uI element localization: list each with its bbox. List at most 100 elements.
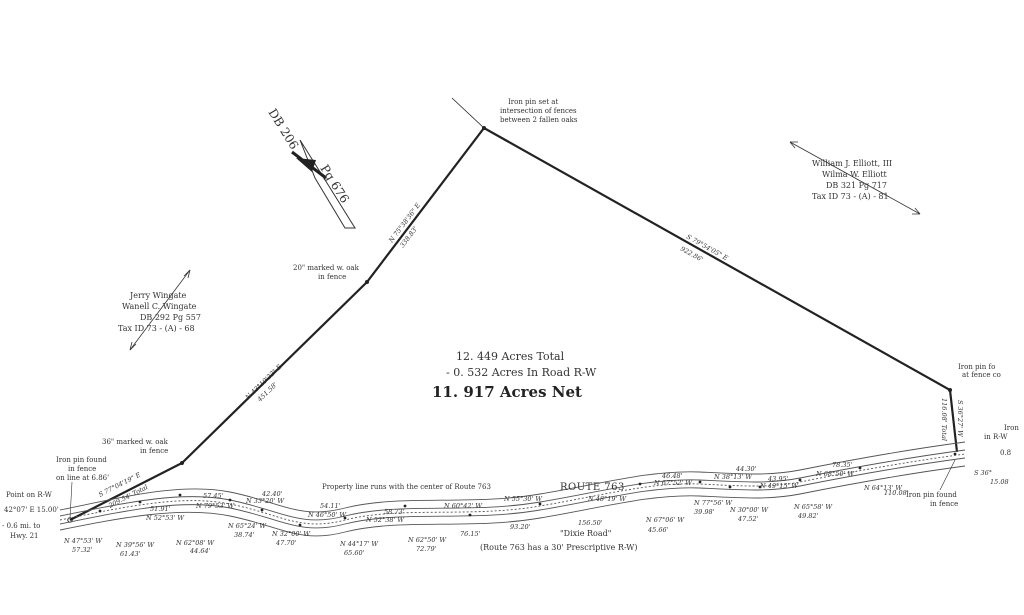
svg-text:N 55°30' W: N 55°30' W — [503, 495, 543, 503]
route-763-road — [59, 441, 966, 537]
route-name: ROUTE 763 — [560, 482, 625, 493]
road-row-note: (Route 763 has a 30' Prescriptive R-W) — [480, 543, 637, 552]
sw-call-1: 42°07' E 15.00' — [4, 506, 59, 514]
road-station-points — [98, 452, 957, 527]
svg-text:in fence: in fence — [140, 447, 168, 455]
svg-text:DB 321 Pg 717: DB 321 Pg 717 — [826, 181, 887, 190]
svg-text:William J. Elliott, III: William J. Elliott, III — [812, 159, 892, 168]
svg-text:51.91': 51.91' — [150, 505, 171, 513]
svg-text:47.52': 47.52' — [737, 515, 759, 523]
svg-text:Iron pin found: Iron pin found — [906, 491, 957, 499]
acreage-net: 11. 917 Acres Net — [432, 383, 582, 401]
svg-text:65.60': 65.60' — [344, 549, 365, 557]
fence-line-extension — [451, 97, 485, 129]
svg-text:N 64°13' W: N 64°13' W — [863, 484, 903, 492]
svg-text:58.73': 58.73' — [384, 508, 405, 516]
svg-text:39.98': 39.98' — [694, 508, 715, 516]
svg-text:N 32°00' W: N 32°00' W — [271, 530, 311, 538]
svg-text:45.66': 45.66' — [647, 526, 669, 534]
sw-call-2: - 0.6 mi. to — [2, 522, 40, 530]
iron-pin-fence-se-note: Iron pin found in fence — [906, 459, 958, 508]
svg-text:N 52°53' W: N 52°53' W — [145, 514, 185, 522]
property-boundary — [69, 126, 959, 521]
svg-text:57.45': 57.45' — [203, 492, 224, 500]
svg-text:in fence: in fence — [68, 465, 96, 473]
svg-text:N 60°42' W: N 60°42' W — [443, 502, 483, 510]
centerline-note: Property line runs with the center of Ro… — [322, 483, 491, 491]
deed-book-ref: DB 206 — [265, 106, 301, 152]
svg-text:76.15': 76.15' — [460, 530, 481, 538]
east-leg-bearing: S 36°27' W — [956, 400, 964, 438]
svg-text:47.70': 47.70' — [275, 539, 297, 547]
svg-text:20" marked w. oak: 20" marked w. oak — [293, 264, 360, 272]
se-call-bearing: S 36° — [974, 469, 992, 477]
svg-text:156.50': 156.50' — [578, 519, 603, 527]
iron-pin-set-marker — [482, 126, 486, 130]
svg-text:Wilma W. Elliott: Wilma W. Elliott — [822, 170, 888, 179]
svg-text:N 30°00' W: N 30°00' W — [729, 506, 769, 514]
svg-text:93.20': 93.20' — [510, 523, 531, 531]
svg-text:at fence co: at fence co — [962, 371, 1001, 379]
svg-text:N 33°20' W: N 33°20' W — [245, 497, 285, 505]
svg-text:in R-W: in R-W — [984, 433, 1008, 441]
svg-text:46.48': 46.48' — [661, 472, 683, 480]
svg-text:N 48°19' W: N 48°19' W — [587, 495, 627, 503]
svg-text:DB 292 Pg 557: DB 292 Pg 557 — [140, 313, 201, 322]
svg-text:N 67°52' W: N 67°52' W — [653, 479, 693, 487]
north-arrow — [291, 139, 356, 229]
road-calls-upper: 51.91' N 52°53' W 57.45' N 79°53' W 42.4… — [145, 461, 855, 524]
svg-text:44.64': 44.64' — [189, 547, 211, 555]
svg-text:57.32': 57.32' — [72, 546, 93, 554]
svg-text:Wanell C. Wingate: Wanell C. Wingate — [122, 302, 197, 311]
svg-text:N 79°53' W: N 79°53' W — [195, 502, 235, 510]
svg-text:Tax ID 73 - (A) - 68: Tax ID 73 - (A) - 68 — [118, 324, 195, 333]
iron-pin-set-note: Iron pin set at intersection of fences b… — [500, 98, 578, 124]
oak-36-marker — [180, 461, 184, 465]
svg-text:Iron pin found: Iron pin found — [56, 456, 107, 464]
svg-text:110.08': 110.08' — [884, 489, 909, 497]
road-calls-lower: N 47°53' W 57.32' N 39°56' W 61.43' N 62… — [63, 484, 909, 558]
se-call-distance: 15.08 — [990, 478, 1009, 486]
svg-text:44.30': 44.30' — [735, 465, 757, 473]
svg-text:N 67°06' W: N 67°06' W — [645, 516, 685, 524]
svg-text:N 65°24' W: N 65°24' W — [227, 522, 267, 530]
svg-text:on line at 6.86': on line at 6.86' — [56, 474, 109, 482]
deed-page-ref: Pg 676 — [317, 162, 351, 205]
svg-text:intersection of fences: intersection of fences — [500, 107, 577, 115]
svg-text:36" marked w. oak: 36" marked w. oak — [102, 438, 169, 446]
sw-call-3: Hwy. 21 — [10, 532, 38, 540]
svg-text:N 65°58' W: N 65°58' W — [793, 503, 833, 511]
oak-20-marker — [365, 280, 369, 284]
point-on-row-note: Point on R-W — [6, 491, 53, 499]
svg-text:N 52°38' W: N 52°38' W — [365, 516, 405, 524]
svg-text:between 2 fallen oaks: between 2 fallen oaks — [500, 116, 578, 124]
svg-text:N 68°50' W: N 68°50' W — [815, 470, 855, 478]
acreage-total: 12. 449 Acres Total — [456, 350, 565, 363]
svg-text:42.40': 42.40' — [261, 490, 283, 498]
iron-pin-e2-note: Iron in R-W — [984, 424, 1019, 441]
svg-text:Iron: Iron — [1004, 424, 1019, 432]
acreage-row: - 0. 532 Acres In Road R-W — [446, 366, 597, 379]
svg-text:38.74': 38.74' — [234, 531, 255, 539]
road-alias: "Dixie Road" — [560, 529, 611, 538]
oak-36-note: 36" marked w. oak in fence — [102, 438, 169, 455]
svg-text:49.82': 49.82' — [797, 512, 819, 520]
svg-text:N 62°50' W: N 62°50' W — [407, 536, 447, 544]
iron-pin-fence-sw-note: Iron pin found in fence on line at 6.86' — [56, 456, 109, 519]
svg-text:Tax ID 73 - (A) - 81: Tax ID 73 - (A) - 81 — [812, 192, 889, 201]
svg-text:Jerry Wingate: Jerry Wingate — [129, 291, 187, 300]
svg-text:61.43': 61.43' — [120, 550, 141, 558]
svg-text:N 62°08' W: N 62°08' W — [175, 539, 215, 547]
owner-elliott: William J. Elliott, III Wilma W. Elliott… — [789, 141, 921, 215]
svg-text:43.95': 43.95' — [767, 475, 789, 483]
iron-pin-east-marker — [948, 388, 952, 392]
svg-text:in fence: in fence — [318, 273, 346, 281]
svg-text:N 49°15' W: N 49°15' W — [759, 482, 799, 490]
svg-text:N 39°56' W: N 39°56' W — [115, 541, 155, 549]
svg-text:N 46°50' W: N 46°50' W — [307, 511, 347, 519]
svg-text:Iron pin fo: Iron pin fo — [958, 363, 995, 371]
svg-text:78.35': 78.35' — [832, 461, 853, 469]
svg-text:72.79': 72.79' — [416, 545, 437, 553]
oak-20-note: 20" marked w. oak in fence — [293, 264, 360, 281]
